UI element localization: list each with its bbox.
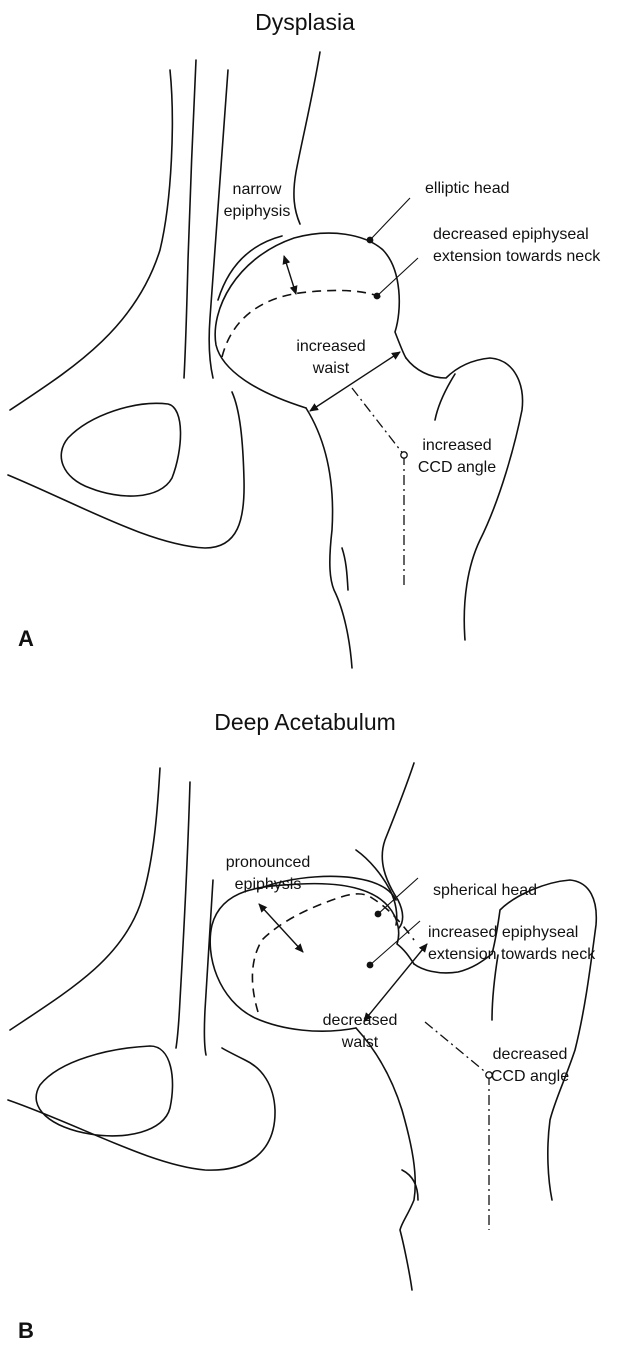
panel-b-epiphyseal-line: [252, 894, 414, 1012]
panel-a-waist-label-2: waist: [312, 360, 350, 377]
panel-b-ischium-lower: [8, 1048, 275, 1170]
panel-b-acetabular-roof: [382, 763, 414, 928]
panel-b-ilium-inner-line-2: [204, 880, 213, 1055]
panel-a-ccd-label-1: increased: [422, 437, 491, 454]
panel-a-ilium-inner-line-2: [209, 70, 228, 378]
panel-a-trochanter-inner: [435, 374, 455, 420]
panel-b-ilium-inner-line: [176, 782, 190, 1048]
panel-b-head-leader: [378, 878, 418, 914]
panel-b-head-label: spherical head: [433, 882, 537, 899]
panel-a-head-dot: [367, 237, 374, 244]
panel-a-extension-dot: [374, 293, 381, 300]
panel-b-extension-label-2: extension towards neck: [428, 946, 596, 963]
panel-a-ilium-inner-line: [184, 60, 196, 378]
panel-b-letter: B: [18, 1318, 34, 1343]
panel-b-ccd-label-2: CCD angle: [491, 1068, 569, 1085]
panel-a-ccd-vertex: [401, 452, 407, 458]
panel-b-extension-label-1: increased epiphyseal: [428, 924, 578, 941]
panel-a-head-label: elliptic head: [425, 180, 510, 197]
panel-a: Dysplasia narrow ep: [8, 9, 601, 668]
panel-a-ccd-label-2: CCD angle: [418, 459, 496, 476]
panel-b-pronounced-label-2: epiphysis: [235, 876, 302, 893]
panel-b-epiphysis-arrow: [259, 904, 303, 952]
panel-b-extension-leader: [370, 921, 420, 965]
panel-a-neck-upper: [406, 358, 523, 640]
panel-b-obturator-foramen: [36, 1046, 172, 1136]
panel-a-extension-leader: [377, 258, 418, 296]
panel-a-acetabular-roof: [294, 52, 320, 224]
panel-b-head-dot: [375, 911, 382, 918]
panel-b-title: Deep Acetabulum: [214, 709, 396, 735]
panel-a-narrow-label-2: epiphysis: [224, 203, 291, 220]
panel-b-trochanter-inner: [492, 955, 498, 1020]
panel-a-waist-label-1: increased: [296, 338, 365, 355]
panel-b-neck-axis: [425, 1022, 489, 1075]
panel-b-shaft-medial: [356, 1028, 415, 1290]
panel-b-extension-dot: [367, 962, 374, 969]
panel-b-waist-label-2: waist: [341, 1034, 379, 1051]
panel-a-narrow-label-1: narrow: [233, 181, 282, 198]
panel-b-pronounced-label-1: pronounced: [226, 854, 311, 871]
panel-a-letter: A: [18, 626, 34, 651]
panel-b-waist-arrow: [364, 944, 427, 1021]
panel-a-ilium-left-contour: [10, 70, 172, 410]
panel-a-epiphysis-arrow: [284, 256, 296, 294]
panel-a-head-leader: [370, 198, 410, 240]
panel-b-waist-label-1: decreased: [323, 1012, 398, 1029]
panel-b-ccd-label-1: decreased: [493, 1046, 568, 1063]
panel-a-obturator-foramen: [61, 403, 180, 496]
panel-a-ischium-lower: [8, 392, 244, 548]
panel-b: Deep Acetabulum pr: [8, 709, 596, 1343]
panel-a-femoral-head: [215, 233, 406, 408]
panel-a-title: Dysplasia: [255, 9, 355, 35]
panel-a-shaft-medial: [306, 408, 352, 668]
panel-a-neck-axis: [352, 388, 404, 455]
panel-a-lesser-trochanter: [342, 548, 348, 590]
panel-b-ilium-left-contour: [10, 768, 160, 1030]
panel-a-extension-label-2: extension towards neck: [433, 248, 601, 265]
panel-a-extension-label-1: decreased epiphyseal: [433, 226, 589, 243]
